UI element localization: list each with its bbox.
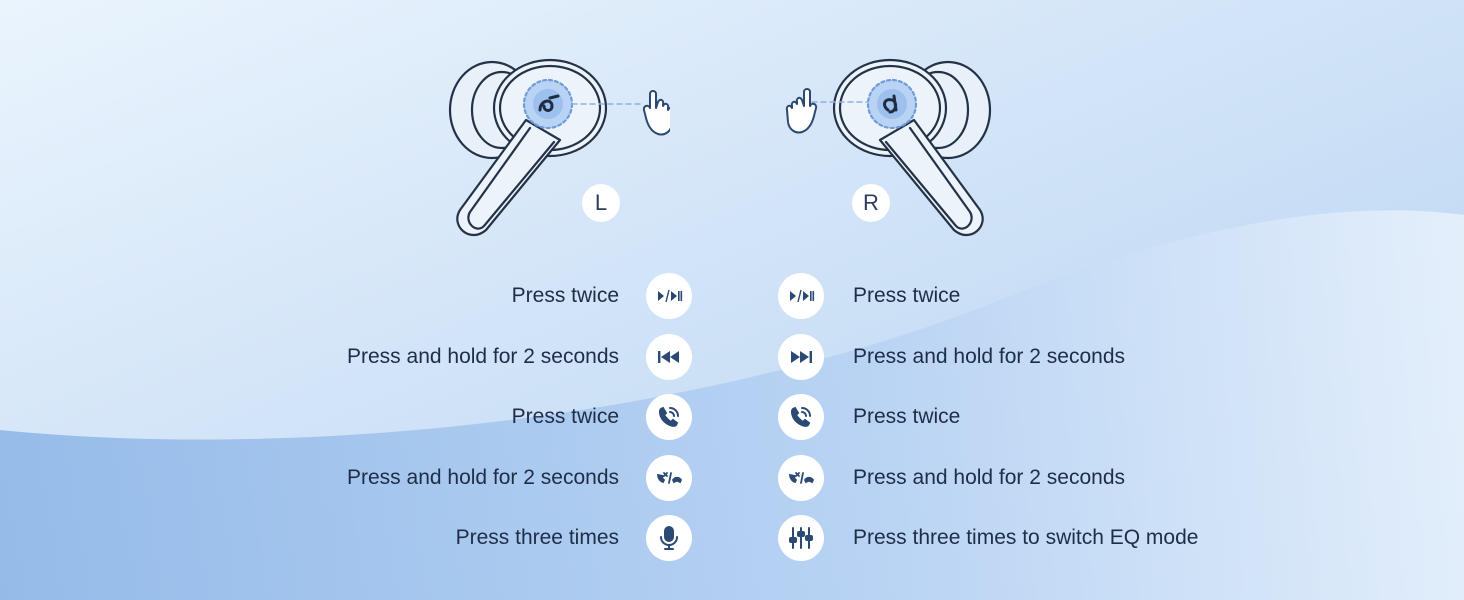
answer-call-icon bbox=[778, 394, 824, 440]
right-earbud-illustration bbox=[770, 40, 1010, 260]
right-control-5-text: Press three times to switch EQ mode bbox=[853, 526, 1199, 549]
microphone-icon bbox=[646, 515, 692, 561]
right-side-label: R bbox=[852, 184, 890, 222]
left-control-1-text: Press twice bbox=[511, 284, 619, 307]
next-track-icon bbox=[778, 334, 824, 380]
right-control-3-text: Press twice bbox=[853, 405, 961, 428]
previous-track-icon bbox=[646, 334, 692, 380]
right-control-2-text: Press and hold for 2 seconds bbox=[853, 345, 1125, 368]
reject-end-call-icon bbox=[778, 455, 824, 501]
play-pause-icon bbox=[778, 273, 824, 319]
left-control-5-text: Press three times bbox=[455, 526, 619, 549]
equalizer-icon bbox=[778, 515, 824, 561]
reject-end-call-icon bbox=[646, 455, 692, 501]
left-earbud-illustration bbox=[430, 40, 675, 260]
left-control-2-text: Press and hold for 2 seconds bbox=[347, 345, 619, 368]
left-control-3-text: Press twice bbox=[511, 405, 619, 428]
left-side-label: L bbox=[582, 184, 620, 222]
right-control-4-text: Press and hold for 2 seconds bbox=[853, 466, 1125, 489]
play-pause-icon bbox=[646, 273, 692, 319]
answer-call-icon bbox=[646, 394, 692, 440]
left-control-4-text: Press and hold for 2 seconds bbox=[347, 466, 619, 489]
right-control-1-text: Press twice bbox=[853, 284, 961, 307]
